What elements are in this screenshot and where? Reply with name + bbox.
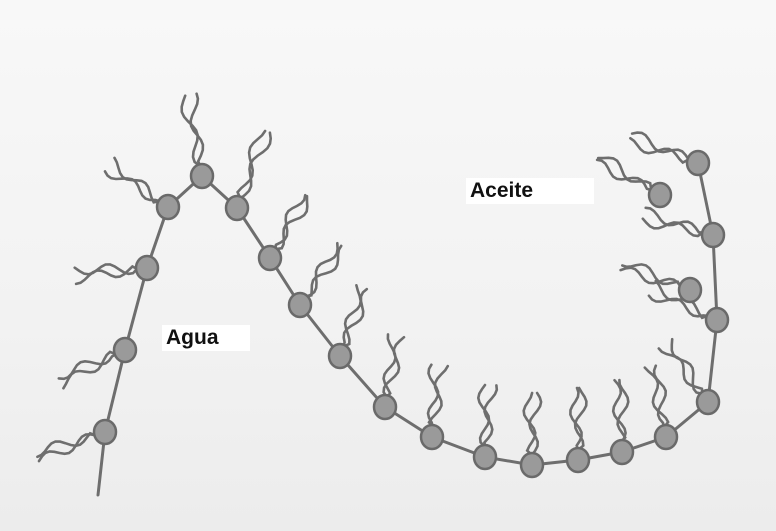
hydrophilic-heads bbox=[94, 151, 728, 477]
oil-label: Aceite bbox=[466, 178, 594, 204]
head-h16 bbox=[655, 425, 677, 449]
head-h13 bbox=[521, 453, 543, 477]
head-h19 bbox=[702, 223, 724, 247]
tail-h17-2 bbox=[672, 339, 703, 394]
head-h15 bbox=[611, 440, 633, 464]
head-h9 bbox=[329, 344, 351, 368]
head-h6 bbox=[226, 196, 248, 220]
head-h17 bbox=[697, 390, 719, 414]
head-h18 bbox=[706, 308, 728, 332]
head-h14 bbox=[567, 448, 589, 472]
head-h5 bbox=[191, 164, 213, 188]
head-h21 bbox=[649, 183, 671, 207]
tail-h12-2 bbox=[484, 385, 496, 447]
tail-h4-2 bbox=[115, 158, 160, 202]
water-label: Agua bbox=[162, 325, 250, 351]
head-h10 bbox=[374, 395, 396, 419]
head-h2 bbox=[114, 338, 136, 362]
head-h4 bbox=[157, 195, 179, 219]
head-h3 bbox=[136, 256, 158, 280]
tail-h2-2 bbox=[59, 354, 116, 379]
head-h20 bbox=[687, 151, 709, 175]
head-h1 bbox=[94, 420, 116, 444]
tail-h20-2 bbox=[632, 133, 689, 160]
head-h8 bbox=[289, 293, 311, 317]
tail-h2-1 bbox=[63, 352, 116, 388]
tail-h7-2 bbox=[275, 196, 307, 249]
head-h7 bbox=[259, 246, 281, 270]
tail-h16-2 bbox=[654, 366, 666, 428]
head-h11 bbox=[421, 425, 443, 449]
head-h22 bbox=[679, 278, 701, 302]
hydrophobic-tails bbox=[37, 94, 708, 461]
head-h12 bbox=[474, 445, 496, 469]
tail-h11-2 bbox=[429, 366, 448, 427]
tail-h9-1 bbox=[343, 285, 360, 346]
tail-h3-1 bbox=[76, 267, 137, 284]
tail-h17-1 bbox=[659, 349, 703, 394]
